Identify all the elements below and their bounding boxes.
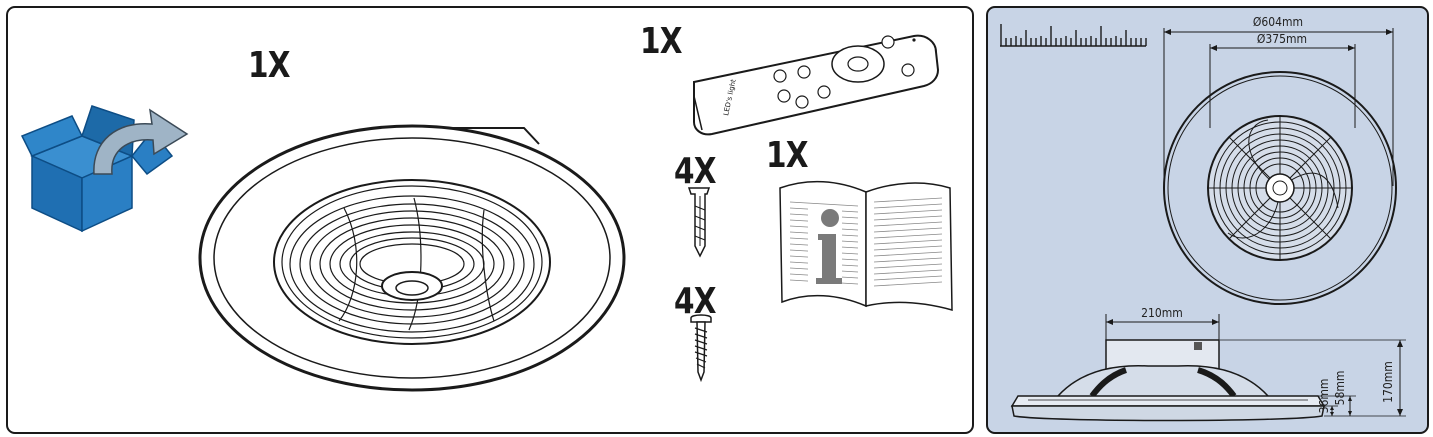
fan-side-view-drawing: 210mm 170mm 58mm 36mm xyxy=(1010,306,1406,422)
wall-plug-icon xyxy=(687,187,711,258)
screw-icon xyxy=(690,314,712,383)
package-contents-panel: 1X 1X xyxy=(6,6,974,434)
remote-quantity: 1X xyxy=(640,21,682,62)
fan-quantity: 1X xyxy=(248,45,290,86)
unpack-box-icon xyxy=(20,105,189,233)
scale-ruler-icon xyxy=(1000,24,1147,47)
manual-info-icon xyxy=(779,180,953,311)
fan-top-view-drawing: Ø604mm Ø375mm xyxy=(1163,15,1397,305)
height-58-label: 58mm xyxy=(1333,371,1347,406)
total-height-label: 170mm xyxy=(1381,361,1395,403)
dimensions-panel: Ø604mm Ø375mm 210mm xyxy=(986,6,1429,434)
manual-quantity: 1X xyxy=(766,135,808,176)
body-width-label: 210mm xyxy=(1141,306,1183,320)
outer-diameter-label: Ø604mm xyxy=(1253,15,1303,29)
screw-quantity: 4X xyxy=(674,281,716,322)
remote-control-icon: LED's light xyxy=(693,34,940,136)
inner-diameter-label: Ø375mm xyxy=(1257,32,1307,46)
height-36-label: 36mm xyxy=(1317,379,1331,414)
ceiling-fan-illustration xyxy=(198,124,626,392)
plug-quantity: 4X xyxy=(674,151,716,192)
